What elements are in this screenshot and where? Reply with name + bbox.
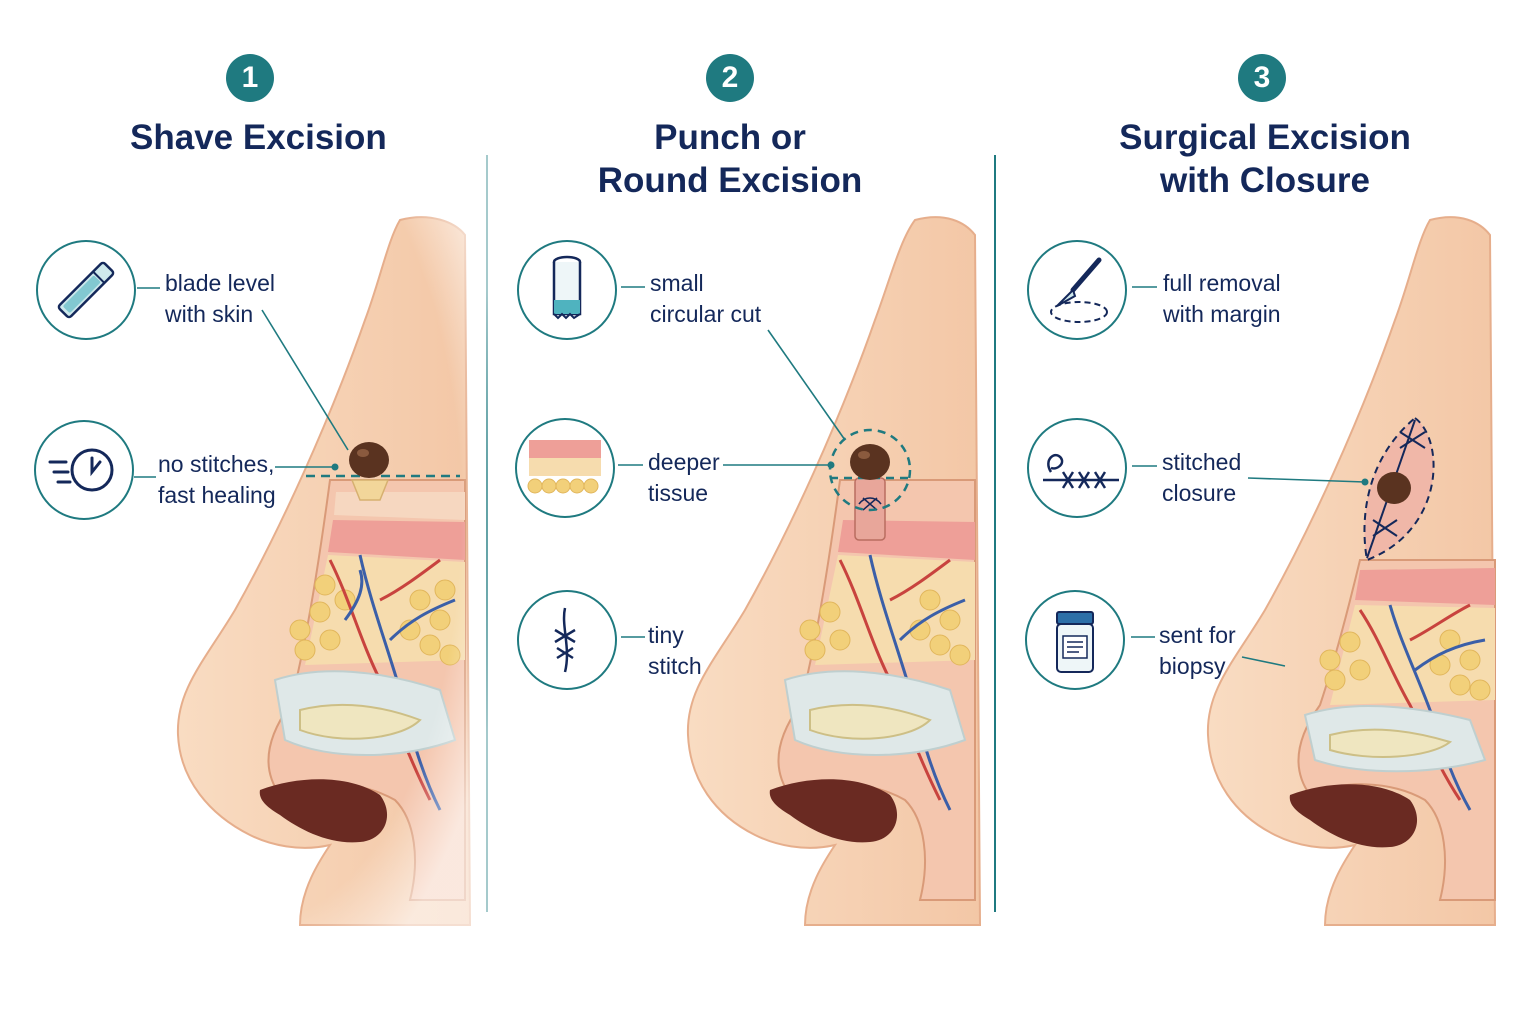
callout-line: tissue (648, 480, 709, 506)
step-title-line: with Closure (1159, 161, 1371, 200)
step-title-line: Shave Excision (130, 118, 387, 157)
suture-icon (1027, 418, 1127, 518)
callout-line: stitch (648, 653, 702, 679)
step-title-line: Punch or (654, 118, 806, 157)
scalpel-blade-icon (36, 240, 136, 340)
skin-layers-icon (515, 418, 615, 518)
panel-divider-2 (994, 155, 996, 912)
step-title: Shave Excision (130, 116, 387, 159)
callout-full-removal: full removal with margin (1163, 268, 1281, 330)
callout-line: tiny (648, 622, 684, 648)
callout-line: closure (1162, 480, 1237, 506)
callout-blade-level: blade level with skin (165, 268, 275, 330)
step-title-line: Round Excision (597, 161, 863, 200)
callout-no-stitches: no stitches, fast healing (158, 449, 276, 511)
callout-line: biopsy (1159, 653, 1226, 679)
step-number-badge: 3 (1238, 54, 1286, 102)
callout-line: fast healing (158, 482, 276, 508)
step-panel-punch-excision: 2 Punch or Round Excision small circular… (495, 0, 1007, 1024)
callout-line: no stitches, (158, 451, 275, 477)
step-title: Punch or Round Excision (595, 116, 865, 202)
callout-stitched-closure: stitched closure (1162, 447, 1241, 509)
tiny-stitch-icon (517, 590, 617, 690)
callout-line: full removal (1163, 270, 1281, 296)
step-panel-shave-excision: 1 Shave Excision blade level with skin n… (0, 0, 512, 1024)
specimen-jar-icon (1025, 590, 1125, 690)
step-number-badge: 2 (706, 54, 754, 102)
callout-line: with margin (1163, 301, 1281, 327)
callout-small-circular-cut: small circular cut (650, 268, 761, 330)
scalpel-margin-icon (1027, 240, 1127, 340)
punch-tool-icon (517, 240, 617, 340)
callout-line: sent for (1159, 622, 1236, 648)
callout-tiny-stitch: tiny stitch (648, 620, 702, 682)
callout-sent-for-biopsy: sent for biopsy (1159, 620, 1236, 682)
callout-line: small (650, 270, 704, 296)
step-title: Surgical Excision with Closure (1115, 116, 1415, 202)
callout-line: stitched (1162, 449, 1242, 475)
callout-deeper-tissue: deeper tissue (648, 447, 720, 509)
callout-line: circular cut (650, 301, 762, 327)
callout-line: with skin (165, 301, 254, 327)
callout-line: blade level (165, 270, 275, 296)
step-title-line: Surgical Excision (1119, 118, 1411, 157)
fast-clock-icon (34, 420, 134, 520)
step-panel-surgical-excision: 3 Surgical Excision with Closure full re… (1005, 0, 1517, 1024)
callout-line: deeper (648, 449, 720, 475)
step-number-badge: 1 (226, 54, 274, 102)
